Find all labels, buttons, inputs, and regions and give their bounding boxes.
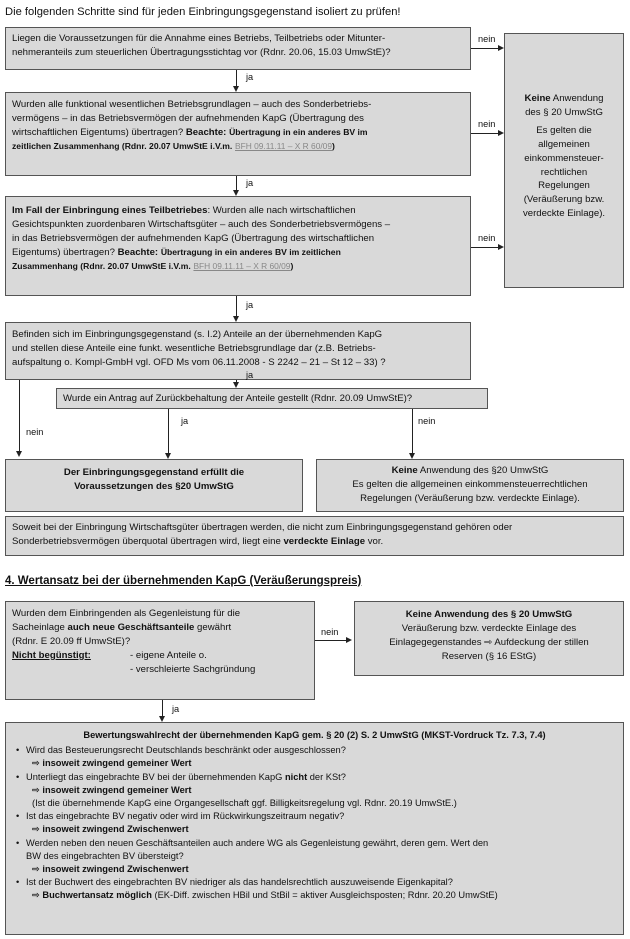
bullet-negativ: Ist das eingebrachte BV negativ oder wir… <box>16 810 615 836</box>
label-ja-1: ja <box>246 72 254 82</box>
result-voraussetzungen-erfuellt: Der Einbringungsgegenstand erfüllt die V… <box>5 459 303 512</box>
bullet-kst: Unterliegt das eingebrachte BV bei der ü… <box>16 771 615 811</box>
result-keine-anwendung-2: Keine Anwendung des §20 UmwStG Es gelten… <box>316 459 624 512</box>
question-teilbetrieb: Im Fall der Einbringung eines Teilbetrie… <box>5 196 471 296</box>
label-nein-2: nein <box>478 119 496 129</box>
result-keine-anwendung-1: Keine Anwendung des § 20 UmwStG Es gelte… <box>504 33 624 288</box>
page-heading: Die folgenden Schritte sind für jeden Ei… <box>5 6 401 18</box>
question-antrag-zurueckbehaltung: Wurde ein Antrag auf Zurückbehaltung der… <box>56 388 488 409</box>
label-ja-5: ja <box>181 416 189 426</box>
label-nein-1: nein <box>478 34 496 44</box>
label-nein-6: nein <box>321 627 339 637</box>
label-nein-3: nein <box>478 233 496 243</box>
question-betrieb: Liegen die Voraussetzungen für die Annah… <box>5 27 471 70</box>
label-nein-4: nein <box>26 427 44 437</box>
section-title-wertansatz: 4. Wertansatz bei der übernehmenden KapG… <box>5 575 362 587</box>
question-neue-geschaeftsanteile: Wurden dem Einbringenden als Gegenleistu… <box>5 601 315 700</box>
label-ja-6: ja <box>172 704 180 714</box>
label-ja-2: ja <box>246 178 254 188</box>
reference-bfh[interactable]: BFH 09.11.11 – X R 60/09 <box>235 140 332 151</box>
label-ja-4: ja <box>246 370 254 380</box>
question-betriebsgrundlagen: Wurden alle funktional wesentlichen Betr… <box>5 92 471 176</box>
label-nein-5: nein <box>418 416 436 426</box>
label-ja-3: ja <box>246 300 254 310</box>
bullet-gegenleistung: Werden neben den neuen Geschäftsanteilen… <box>16 837 615 877</box>
result-keine-anwendung-3: Keine Anwendung des § 20 UmwStG Veräußer… <box>354 601 624 676</box>
bewertungswahlrecht-panel: Bewertungswahlrecht der übernehmenden Ka… <box>5 722 624 935</box>
reference-bfh-2[interactable]: BFH 09.11.11 – X R 60/09 <box>193 260 291 271</box>
bullet-buchwert: Ist der Buchwert des eingebrachten BV ni… <box>16 876 615 902</box>
question-anteile: Befinden sich im Einbringungsgegenstand … <box>5 322 471 380</box>
note-verdeckte-einlage: Soweit bei der Einbringung Wirtschaftsgü… <box>5 516 624 556</box>
bullet-besteuerungsrecht: Wird das Besteuerungsrecht Deutschlands … <box>16 744 615 770</box>
